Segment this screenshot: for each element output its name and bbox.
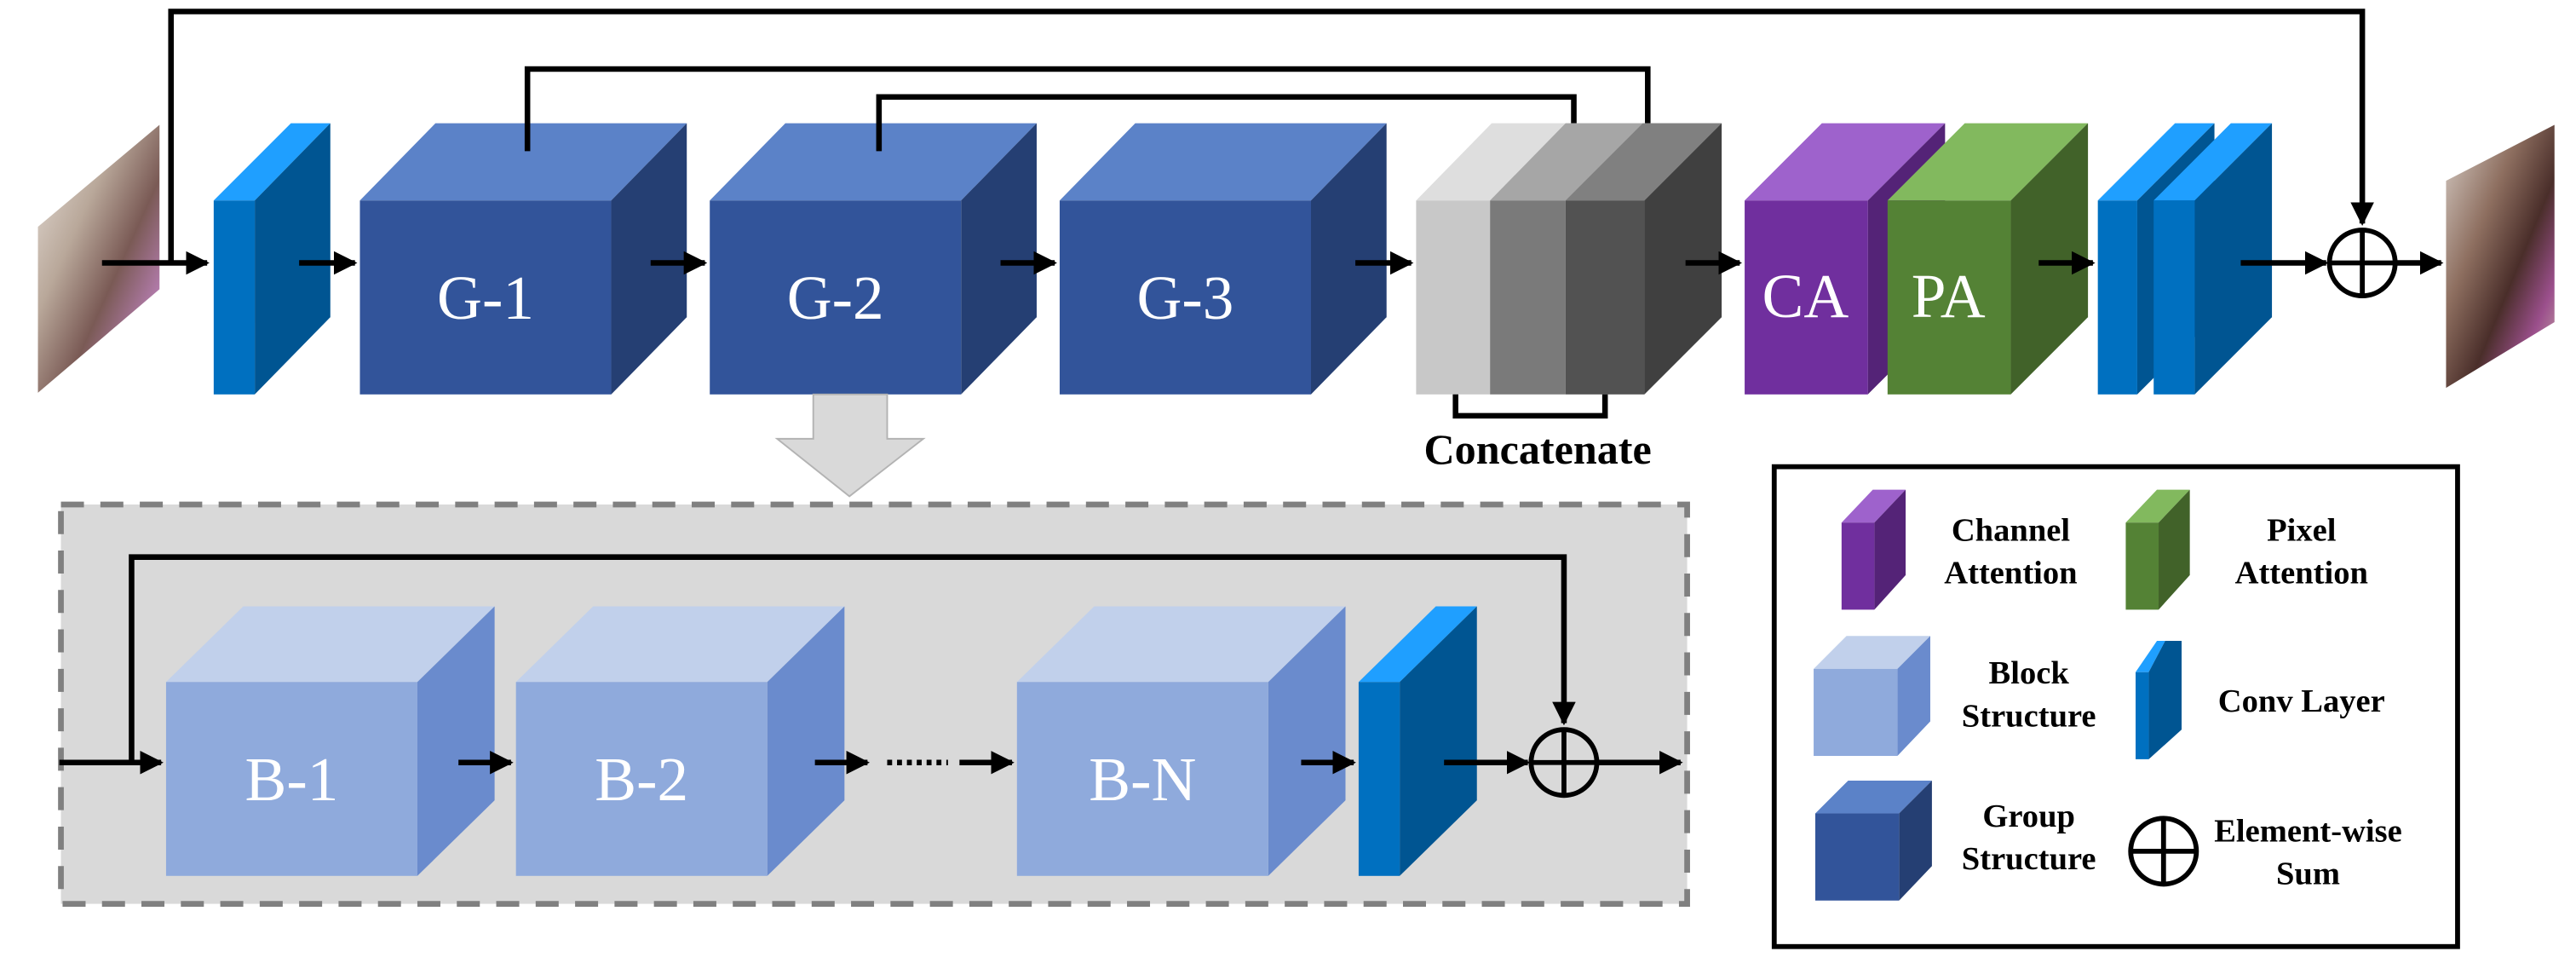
residual-block-3-label: B-N	[1089, 745, 1196, 814]
conv-layer-tail-2	[2153, 123, 2273, 395]
svg-text:Pixel: Pixel	[2267, 512, 2337, 548]
circle-plus-icon	[2128, 816, 2199, 887]
skip-g2-to-concat	[876, 94, 1586, 152]
group-skip-connections	[524, 66, 1660, 152]
group-block-2: G-2	[710, 123, 1037, 395]
pa-label: PA	[1912, 262, 1986, 331]
purple-cube-icon	[1841, 489, 1906, 610]
svg-text:Block: Block	[1989, 655, 2070, 691]
green-cube-icon	[2125, 489, 2190, 610]
input-image	[37, 124, 160, 393]
svg-text:Attention: Attention	[2235, 556, 2368, 591]
svg-text:Group: Group	[1982, 799, 2075, 834]
concatenate-block	[1416, 123, 1722, 395]
residual-block-3: B-N	[1016, 606, 1346, 876]
expand-group-arrow	[774, 393, 926, 498]
group-block-1-label: G-1	[437, 263, 534, 332]
group-block-2-label: G-2	[787, 263, 884, 332]
svg-text:Element-wise: Element-wise	[2214, 813, 2402, 849]
legend-pixel-attention: Pixel Attention	[2125, 489, 2368, 610]
output-image	[2446, 124, 2555, 389]
legend-block-structure: Block Structure	[1814, 636, 2096, 757]
residual-block-1-label: B-1	[245, 745, 339, 814]
dark-blue-cube-icon	[1814, 780, 1932, 901]
svg-text:Attention: Attention	[1944, 556, 2077, 591]
group-block-3: G-3	[1059, 123, 1387, 395]
block-skip-connection	[129, 554, 1576, 763]
conv-layer-group-tail	[1358, 606, 1477, 876]
blue-slab-icon	[2136, 641, 2182, 759]
svg-text:Conv Layer: Conv Layer	[2218, 683, 2385, 719]
pixel-attention-block: PA	[1887, 123, 2089, 395]
svg-text:Channel: Channel	[1952, 512, 2071, 548]
svg-text:Structure: Structure	[1962, 841, 2096, 877]
group-element-wise-sum-icon	[1528, 727, 1600, 799]
svg-text:Structure: Structure	[1962, 698, 2096, 734]
legend-channel-attention: Channel Attention	[1841, 489, 2078, 610]
element-wise-sum-icon	[2326, 228, 2398, 298]
legend: Channel Attention Pixel Attention Block …	[1771, 464, 2460, 949]
legend-conv-layer: Conv Layer	[2136, 641, 2385, 759]
global-skip-connection	[168, 9, 2374, 263]
group-structure-detail-panel: B-1 B-2 B-N	[58, 501, 1690, 907]
group-block-3-label: G-3	[1137, 263, 1234, 332]
legend-group-structure: Group Structure	[1814, 780, 2096, 901]
light-blue-cube-icon	[1814, 636, 1930, 757]
concatenate-bracket	[1452, 394, 1608, 419]
concatenate-label: Concatenate	[1423, 425, 1651, 473]
residual-block-2-label: B-2	[595, 745, 688, 814]
ca-label: CA	[1762, 262, 1849, 331]
conv-layer-head	[213, 123, 331, 395]
group-block-1: G-1	[359, 123, 687, 395]
residual-block-2: B-2	[515, 606, 845, 876]
residual-block-1: B-1	[165, 606, 495, 876]
skip-g1-to-concat	[524, 66, 1660, 152]
svg-text:Sum: Sum	[2276, 856, 2340, 891]
legend-element-wise-sum: Element-wise Sum	[2128, 813, 2402, 891]
